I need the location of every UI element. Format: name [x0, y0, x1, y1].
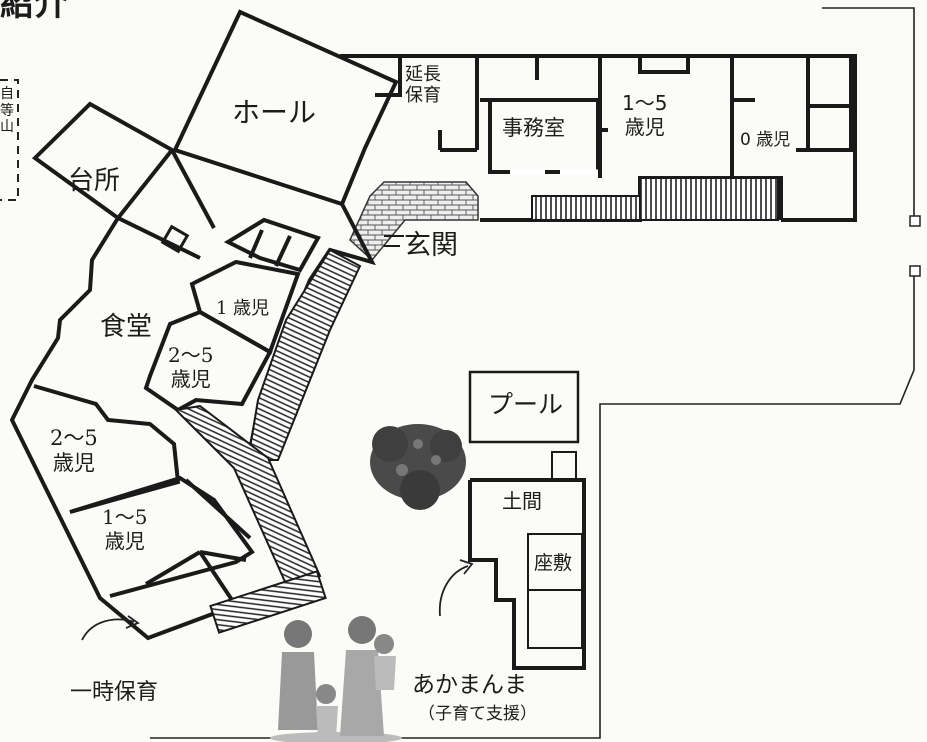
site-boundary	[150, 7, 915, 739]
dashed-note-box	[0, 79, 19, 201]
tree-icon	[370, 424, 466, 510]
room-1-5-east: 1～5 歳児	[622, 91, 668, 139]
family-illustration	[270, 616, 402, 742]
east-corridor-2	[639, 177, 779, 221]
dashed-note-text: 自 等 山	[0, 86, 14, 136]
south-corridor	[209, 570, 327, 634]
room-2-5-center: 2～5 歳児	[168, 343, 214, 391]
room-2-5-west: 2～5 歳児	[50, 426, 98, 475]
label-temporary-care: 一時保育	[70, 680, 159, 705]
room-1: 1 歳児	[216, 298, 270, 319]
room-kitchen: 台所	[68, 166, 121, 196]
room-extended-care: 延長 保育	[405, 64, 441, 107]
dining-marker	[160, 224, 190, 254]
label-child-support: （子育て支援）	[418, 704, 537, 724]
arrow-icon-2	[438, 565, 469, 617]
room-hall: ホール	[232, 96, 317, 129]
label-akamanma: あかまんま	[412, 672, 527, 698]
akamanma-building	[468, 451, 586, 670]
room-doma: 土間	[502, 489, 542, 513]
room-1-5-west: 1～5 歳児	[102, 505, 148, 553]
entrance-porch	[349, 181, 479, 262]
pool	[468, 370, 580, 444]
room-entrance: 玄関	[404, 230, 458, 261]
room-dining: 食堂	[100, 312, 153, 342]
label-pool: プール	[488, 390, 564, 419]
room-zashiki: 座敷	[534, 552, 573, 574]
east-corridor	[531, 195, 643, 221]
room-0: 0 歳児	[740, 130, 791, 150]
main-building	[9, 9, 399, 641]
room-office: 事務室	[502, 116, 565, 140]
title-fragment: 紹介	[0, 0, 68, 24]
west-corridor	[246, 248, 362, 461]
arrow-icon	[81, 618, 135, 641]
